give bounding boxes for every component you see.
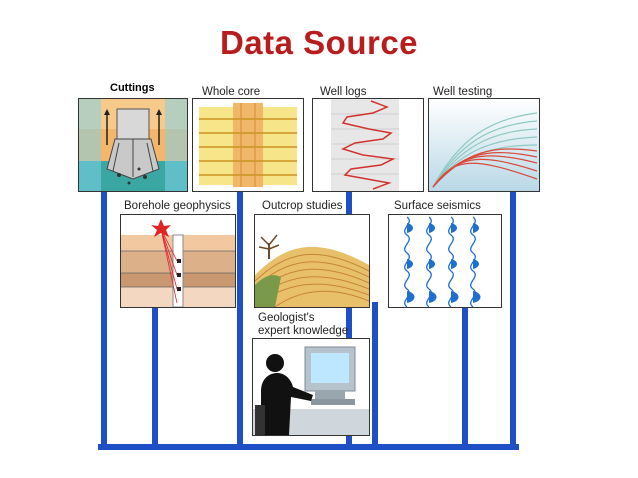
whole-core-panel bbox=[192, 98, 304, 192]
label-cuttings: Cuttings bbox=[110, 82, 155, 94]
borehole-geophysics-panel bbox=[120, 214, 236, 308]
well-testing-panel bbox=[428, 98, 540, 192]
core-sample-illustration bbox=[193, 99, 303, 191]
label-outcrop-studies: Outcrop studies bbox=[262, 200, 343, 212]
cuttings-panel bbox=[78, 98, 188, 192]
label-well-testing: Well testing bbox=[433, 86, 493, 98]
well-log-curve bbox=[313, 99, 423, 191]
label-borehole-geophysics: Borehole geophysics bbox=[124, 200, 231, 212]
label-surface-seismics: Surface seismics bbox=[394, 200, 481, 212]
surface-seismics-panel bbox=[388, 214, 502, 308]
well-logs-panel bbox=[312, 98, 424, 192]
borehole-illustration bbox=[121, 215, 235, 307]
label-whole-core: Whole core bbox=[202, 86, 261, 98]
outcrop-illustration bbox=[255, 215, 369, 307]
geologist-panel bbox=[252, 338, 370, 436]
label-well-logs: Well logs bbox=[320, 86, 367, 98]
seismic-traces bbox=[389, 215, 501, 307]
geologist-at-computer-illustration bbox=[253, 339, 369, 435]
drill-bit-illustration bbox=[79, 99, 187, 191]
pressure-curves-chart bbox=[429, 99, 539, 191]
label-geologist-knowledge: Geologist's expert knowledge bbox=[258, 312, 349, 337]
page-title: Data Source bbox=[219, 24, 419, 61]
outcrop-studies-panel bbox=[254, 214, 370, 308]
